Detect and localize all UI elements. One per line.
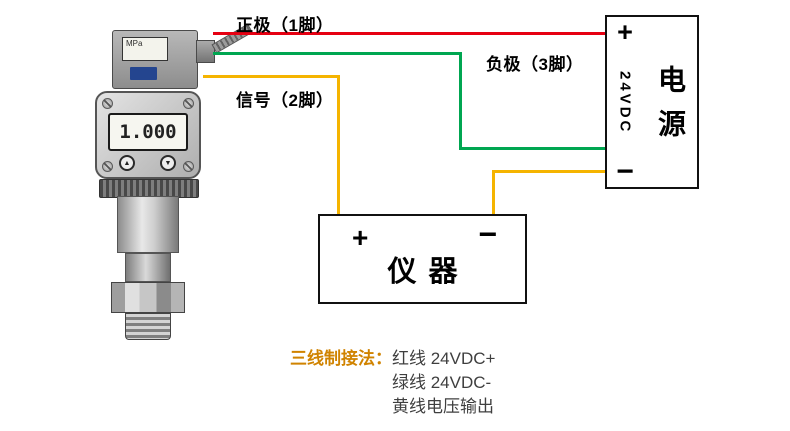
up-arrow-icon: ▲ bbox=[123, 159, 131, 167]
notes-line-1: 三线制接法：红线 24VDC+ bbox=[290, 347, 495, 371]
yellow-wire-horizontal-1 bbox=[203, 75, 340, 78]
red-wire-horizontal bbox=[213, 32, 607, 35]
lcd-value: 1.000 bbox=[119, 121, 177, 143]
yellow-wire-vertical-1 bbox=[337, 75, 340, 216]
instrument-title: 仪器 bbox=[387, 256, 470, 288]
power-minus-terminal: − bbox=[616, 154, 634, 188]
hex-nut bbox=[111, 282, 185, 313]
screw-icon bbox=[183, 98, 194, 109]
connector-mini-display: MPa bbox=[122, 37, 168, 61]
green-wire-horizontal-1 bbox=[213, 52, 462, 55]
pressure-unit-label: MPa bbox=[126, 39, 143, 48]
wiring-notes: 三线制接法：红线 24VDC+ 绿线 24VDC- 黄线电压输出 bbox=[290, 347, 495, 419]
green-wire-vertical bbox=[459, 52, 462, 150]
power-terminal-column: + 24VDC − bbox=[607, 17, 643, 187]
pressure-port-thread bbox=[125, 313, 171, 340]
connector-blue-tag bbox=[130, 67, 157, 80]
power-plus-terminal: + bbox=[617, 17, 633, 47]
transmitter-neck bbox=[117, 196, 179, 253]
transmitter-collar bbox=[125, 253, 171, 282]
down-arrow-icon: ▼ bbox=[164, 159, 172, 167]
notes-heading: 三线制接法： bbox=[290, 349, 392, 368]
yellow-wire-horizontal-2 bbox=[492, 170, 607, 173]
power-voltage-label: 24VDC bbox=[616, 71, 634, 135]
green-wire-horizontal-2 bbox=[459, 147, 607, 150]
notes-yellow-wire: 黄线电压输出 bbox=[392, 397, 494, 416]
notes-green-wire: 绿线 24VDC- bbox=[392, 373, 492, 392]
yellow-wire-vertical-2 bbox=[492, 170, 495, 216]
lcd-display: 1.000 bbox=[108, 113, 188, 151]
instrument-minus-terminal: − bbox=[478, 216, 497, 252]
instrument-box: + − 仪器 bbox=[318, 214, 527, 304]
device-down-button: ▼ bbox=[160, 155, 176, 171]
screw-icon bbox=[183, 161, 194, 172]
screw-icon bbox=[102, 161, 113, 172]
transmitter-head: 1.000 ▲ ▼ bbox=[95, 91, 201, 179]
power-supply-title: 电源 bbox=[655, 65, 686, 153]
notes-red-wire: 红线 24VDC+ bbox=[392, 349, 496, 368]
screw-icon bbox=[102, 98, 113, 109]
negative-wire-label: 负极（3脚） bbox=[486, 55, 584, 74]
device-up-button: ▲ bbox=[119, 155, 135, 171]
instrument-plus-terminal: + bbox=[352, 222, 369, 253]
signal-wire-label: 信号（2脚） bbox=[236, 91, 334, 110]
positive-wire-label: 正极（1脚） bbox=[236, 16, 334, 35]
power-supply-box: + 24VDC − 电源 bbox=[605, 15, 699, 189]
